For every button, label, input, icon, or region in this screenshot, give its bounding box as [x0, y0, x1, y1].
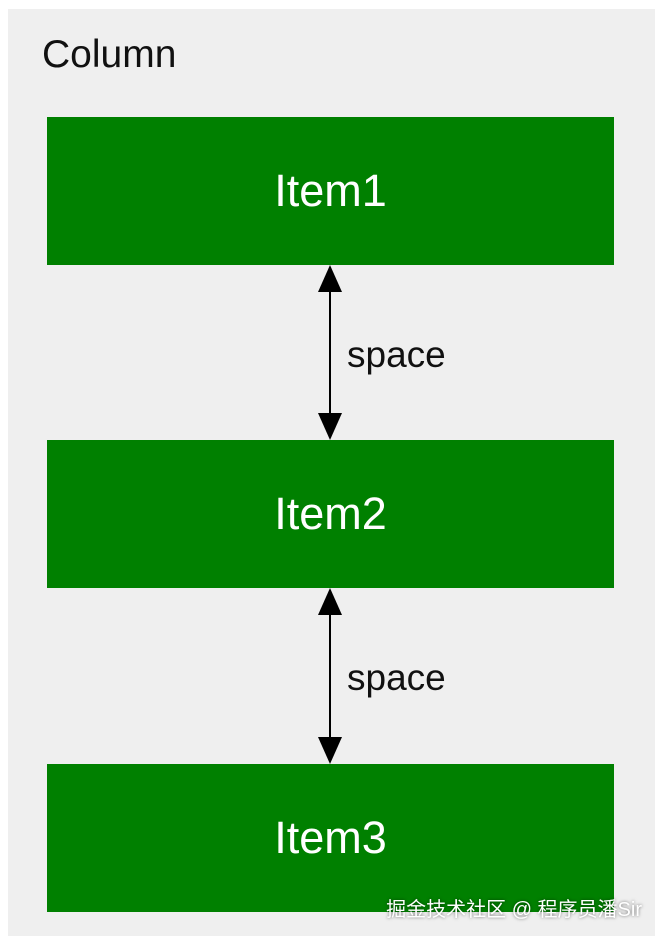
space-arrow-1 — [318, 265, 342, 440]
item-3-label: Item3 — [274, 812, 387, 863]
watermark: 掘金技术社区 @ 程序员潘Sir — [386, 899, 642, 921]
item-2-label: Item2 — [274, 488, 387, 539]
space-arrow-1-head-up — [318, 265, 342, 292]
item-3: Item3 — [47, 764, 614, 912]
space-label-1: space — [347, 334, 446, 375]
item-1-label: Item1 — [274, 165, 387, 216]
space-arrow-2-head-down — [318, 737, 342, 764]
space-arrow-2-head-up — [318, 588, 342, 615]
space-arrow-1-head-down — [318, 413, 342, 440]
item-1: Item1 — [47, 117, 614, 265]
space-arrow-2 — [318, 588, 342, 764]
column-title: Column — [42, 33, 177, 76]
space-label-2: space — [347, 657, 446, 698]
item-2: Item2 — [47, 440, 614, 588]
